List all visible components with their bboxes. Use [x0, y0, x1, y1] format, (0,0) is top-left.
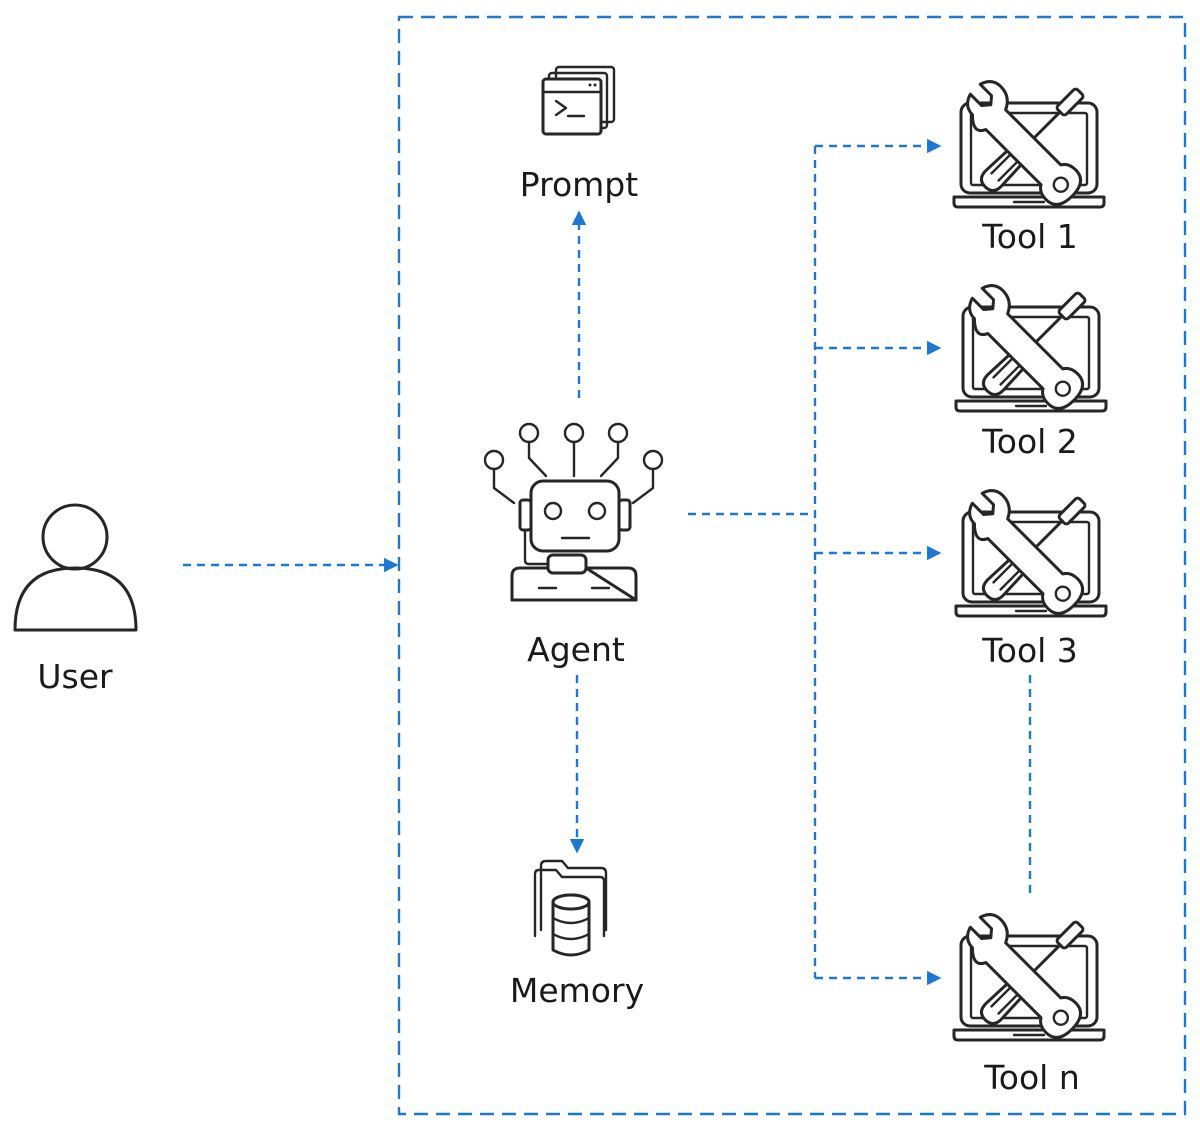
- terminal-window-icon: [541, 65, 616, 136]
- tool-node-3: Tool 3: [954, 482, 1108, 670]
- laptop-tools-icon: [952, 73, 1106, 213]
- user-label: User: [37, 657, 113, 696]
- agent-label: Agent: [527, 630, 625, 669]
- laptop-tools-icon: [954, 277, 1108, 417]
- tool-label-3: Tool 3: [981, 631, 1078, 670]
- laptop-tools-icon: [952, 906, 1106, 1046]
- tool-label-1: Tool 1: [981, 217, 1078, 256]
- prompt-label: Prompt: [520, 165, 638, 204]
- user-icon: [13, 503, 138, 632]
- tool-node-2: Tool 2: [954, 277, 1108, 461]
- memory-label: Memory: [510, 971, 644, 1010]
- tool-label-n: Tool n: [983, 1058, 1080, 1097]
- memory-node: Memory: [510, 859, 644, 1010]
- robot-icon: [483, 422, 664, 602]
- prompt-node: Prompt: [520, 65, 638, 204]
- tool-node-1: Tool 1: [952, 73, 1106, 256]
- user-node: User: [13, 503, 138, 696]
- connectors: [183, 138, 1032, 986]
- agent-node: Agent: [483, 422, 664, 669]
- laptop-tools-icon: [954, 482, 1108, 622]
- folder-database-icon: [533, 859, 608, 957]
- tool-label-2: Tool 2: [981, 422, 1078, 461]
- system-boundary-frame: [397, 15, 1187, 1116]
- tool-node-n: Tool n: [952, 906, 1106, 1097]
